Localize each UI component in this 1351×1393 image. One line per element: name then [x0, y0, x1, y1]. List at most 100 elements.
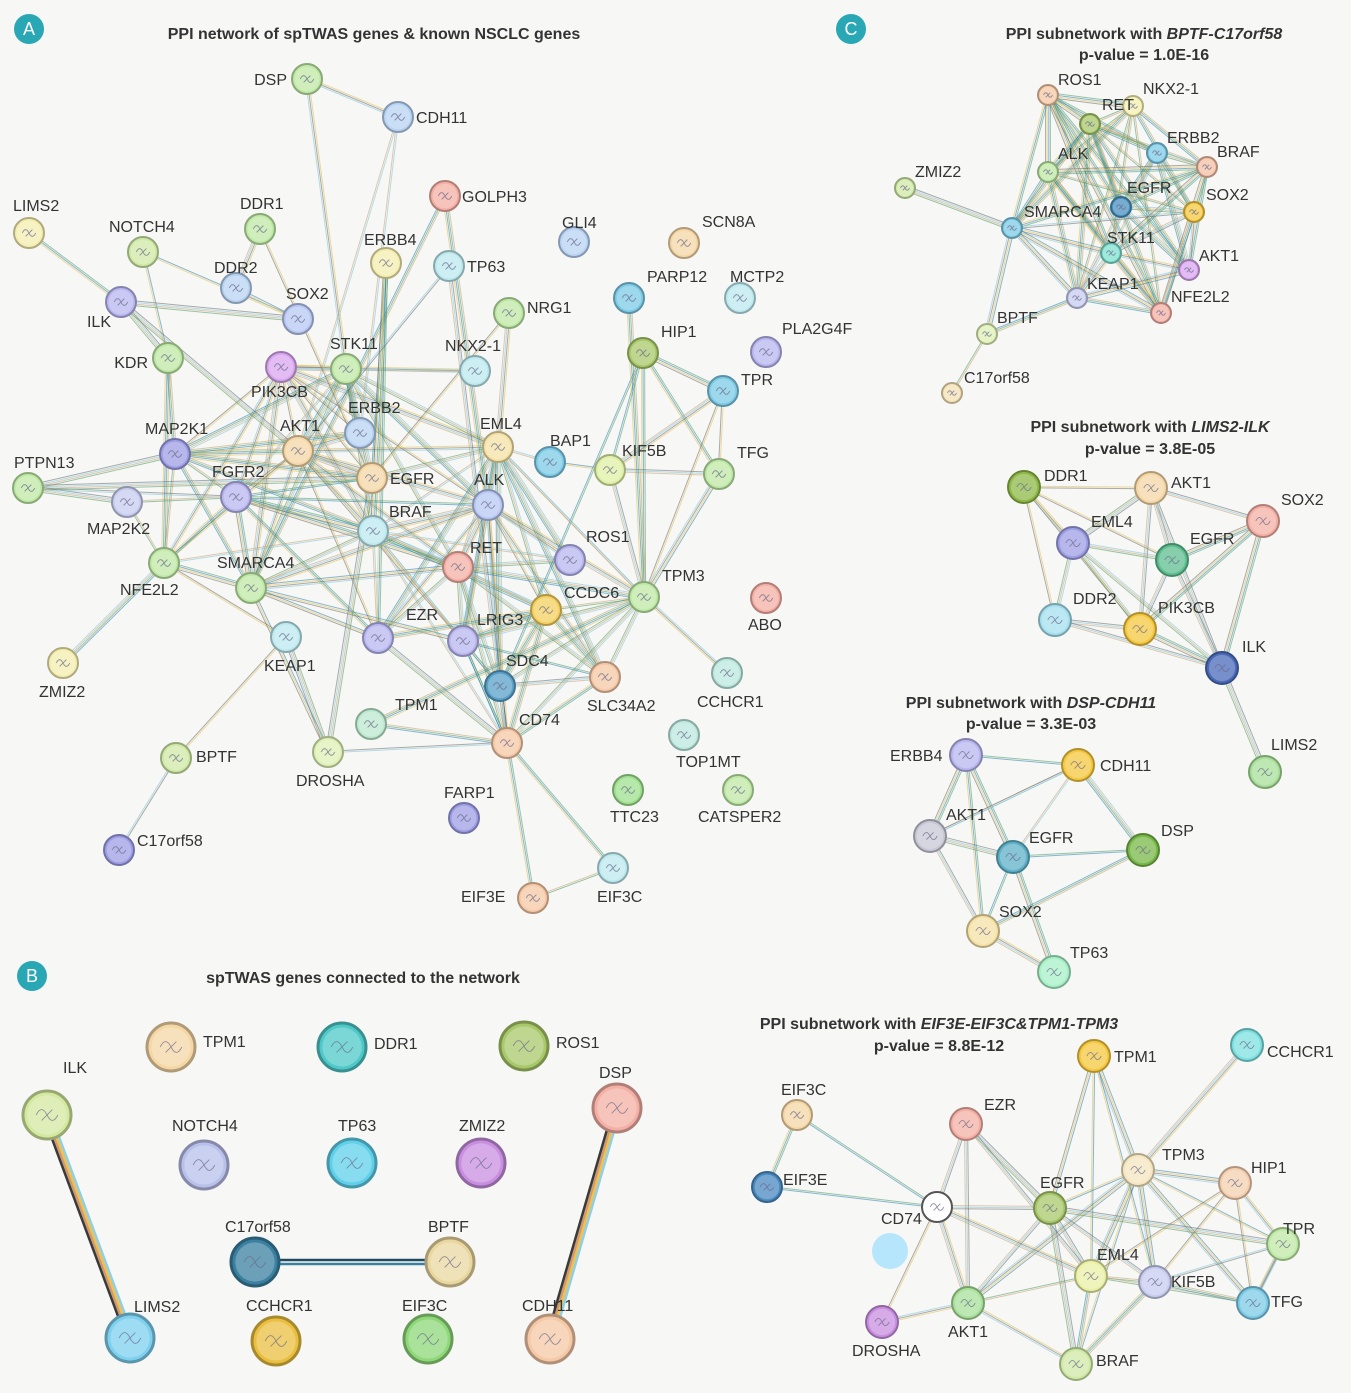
node-tp63[interactable]: TP63: [433, 250, 505, 282]
node-ezr[interactable]: EZR: [362, 607, 438, 654]
node-smarca4[interactable]: SMARCA4: [1001, 204, 1101, 239]
node-ddr2[interactable]: DDR2: [1038, 591, 1117, 637]
node-drosha[interactable]: DROSHA: [296, 736, 365, 790]
node-braf[interactable]: BRAF: [357, 504, 432, 547]
node-tpm3[interactable]: TPM3: [628, 568, 705, 613]
node-alk[interactable]: ALK: [1037, 146, 1089, 183]
node-c17orf58[interactable]: C17orf58: [941, 370, 1030, 404]
node-drosha[interactable]: DROSHA: [852, 1305, 921, 1360]
node-keap1[interactable]: KEAP1: [264, 621, 316, 675]
node-tpr[interactable]: TPR: [707, 372, 773, 407]
node-tp63[interactable]: TP63: [326, 1118, 378, 1189]
node-eml4[interactable]: EML4: [1056, 514, 1133, 560]
node-egfr[interactable]: EGFR: [996, 830, 1073, 874]
node-erbb4[interactable]: ERBB4: [890, 738, 983, 772]
node-eml4[interactable]: EML4: [1074, 1247, 1139, 1293]
node-egfr[interactable]: EGFR: [1110, 180, 1171, 218]
node-akt1[interactable]: AKT1: [1134, 471, 1211, 505]
node-lims2[interactable]: LIMS2: [1248, 737, 1317, 789]
node-stk11[interactable]: STK11: [1100, 230, 1155, 264]
node-ros1[interactable]: ROS1: [1037, 72, 1102, 106]
node-nfe2l2[interactable]: NFE2L2: [120, 547, 180, 599]
node-sox2[interactable]: SOX2: [1246, 492, 1324, 538]
node-alk[interactable]: ALK: [472, 472, 505, 521]
node-gli4[interactable]: GLI4: [558, 215, 597, 258]
node-bptf[interactable]: BPTF: [160, 742, 237, 774]
node-braf[interactable]: BRAF: [1196, 144, 1260, 178]
node-cd74[interactable]: CD74: [881, 1191, 953, 1228]
node-ddr1[interactable]: DDR1: [1007, 468, 1088, 504]
node-egfr[interactable]: EGFR: [356, 462, 434, 494]
node-cdh11[interactable]: CDH11: [1061, 748, 1151, 782]
node-farp1[interactable]: FARP1: [444, 785, 495, 834]
node-sox2[interactable]: SOX2: [966, 904, 1042, 948]
node-cdh11[interactable]: CDH11: [382, 101, 467, 133]
node-bap1[interactable]: BAP1: [534, 433, 591, 478]
node-hip1[interactable]: HIP1: [627, 324, 697, 369]
node-ddr2[interactable]: DDR2: [214, 260, 258, 304]
node-pik3cb[interactable]: PIK3CB: [1123, 600, 1215, 646]
node-eif3e[interactable]: EIF3E: [461, 882, 549, 914]
node-sox2[interactable]: SOX2: [282, 286, 329, 335]
node-akt1[interactable]: AKT1: [1178, 248, 1239, 281]
node-scn8a[interactable]: SCN8A: [668, 214, 756, 259]
node-ilk[interactable]: ILK: [21, 1060, 87, 1141]
node-bptf[interactable]: BPTF: [976, 310, 1038, 345]
node-tfg[interactable]: TFG: [1236, 1286, 1303, 1320]
node-nfe2l2[interactable]: NFE2L2: [1150, 289, 1230, 324]
node-cchcr1[interactable]: CCHCR1: [697, 657, 764, 711]
node-sox2[interactable]: SOX2: [1183, 187, 1249, 223]
node-kdr[interactable]: KDR: [114, 342, 184, 374]
node-abo[interactable]: ABO: [748, 582, 782, 634]
node-nrg1[interactable]: NRG1: [493, 297, 572, 329]
node-sdc4[interactable]: SDC4: [484, 653, 549, 702]
node-kif5b[interactable]: KIF5B: [1138, 1265, 1215, 1299]
node-ccdc6[interactable]: CCDC6: [530, 585, 619, 626]
node-dsp[interactable]: DSP: [254, 63, 323, 95]
node-nkx2-1[interactable]: NKX2-1: [1122, 81, 1199, 117]
node-c17orf58[interactable]: C17orf58: [225, 1219, 291, 1288]
node-top1mt[interactable]: TOP1MT: [668, 719, 741, 771]
node-braf[interactable]: BRAF: [1059, 1347, 1139, 1381]
node-cchcr1[interactable]: CCHCR1: [246, 1298, 313, 1367]
node-eif3e[interactable]: EIF3E: [751, 1171, 827, 1203]
node-parp12[interactable]: PARP12: [613, 269, 707, 314]
node-golph3[interactable]: GOLPH3: [429, 180, 527, 212]
node-tpr[interactable]: TPR: [1266, 1221, 1315, 1261]
node-pla2g4f[interactable]: PLA2G4F: [750, 321, 852, 368]
node-eif3c[interactable]: EIF3C: [402, 1298, 454, 1365]
node-tp63[interactable]: TP63: [1037, 945, 1108, 989]
node-nkx2-1[interactable]: NKX2-1: [445, 338, 501, 387]
node-erbb2[interactable]: ERBB2: [344, 400, 401, 449]
node-ilk[interactable]: ILK: [87, 286, 137, 331]
node-zmiz2[interactable]: ZMIZ2: [894, 164, 961, 199]
node-cchcr1[interactable]: CCHCR1: [1230, 1028, 1334, 1062]
node-smarca4[interactable]: SMARCA4: [217, 555, 294, 604]
node-lims2[interactable]: LIMS2: [13, 198, 59, 249]
node-ezr[interactable]: EZR: [949, 1097, 1016, 1141]
node-ddr1[interactable]: DDR1: [316, 1021, 418, 1073]
node-notch4[interactable]: NOTCH4: [172, 1118, 238, 1191]
node-zmiz2[interactable]: ZMIZ2: [455, 1118, 507, 1189]
node-erbb4[interactable]: ERBB4: [364, 232, 417, 279]
node-eif3c[interactable]: EIF3C: [597, 852, 642, 906]
node-akt1[interactable]: AKT1: [948, 1286, 988, 1341]
node-ilk[interactable]: ILK: [1205, 639, 1266, 685]
node-mctp2[interactable]: MCTP2: [724, 269, 784, 314]
node-ros1[interactable]: ROS1: [554, 529, 630, 576]
node-tpm1[interactable]: TPM1: [355, 697, 438, 740]
node-erbb2[interactable]: ERBB2: [1146, 130, 1220, 164]
node-pik3cb[interactable]: PIK3CB: [251, 351, 308, 401]
node-notch4[interactable]: NOTCH4: [109, 219, 175, 268]
node-kif5b[interactable]: KIF5B: [594, 443, 666, 486]
node-tpm1[interactable]: TPM1: [145, 1021, 246, 1073]
node-ddr1[interactable]: DDR1: [240, 196, 284, 245]
node-eif3c[interactable]: EIF3C: [781, 1082, 826, 1131]
node-bptf[interactable]: BPTF: [424, 1219, 476, 1288]
node-catsper2[interactable]: CATSPER2: [698, 774, 781, 826]
node-ttc23[interactable]: TTC23: [610, 774, 659, 826]
node-ret[interactable]: RET: [442, 540, 502, 583]
node-tpm1[interactable]: TPM1: [1077, 1039, 1157, 1073]
node-map2k2[interactable]: MAP2K2: [87, 486, 150, 538]
node-eml4[interactable]: EML4: [480, 416, 522, 463]
